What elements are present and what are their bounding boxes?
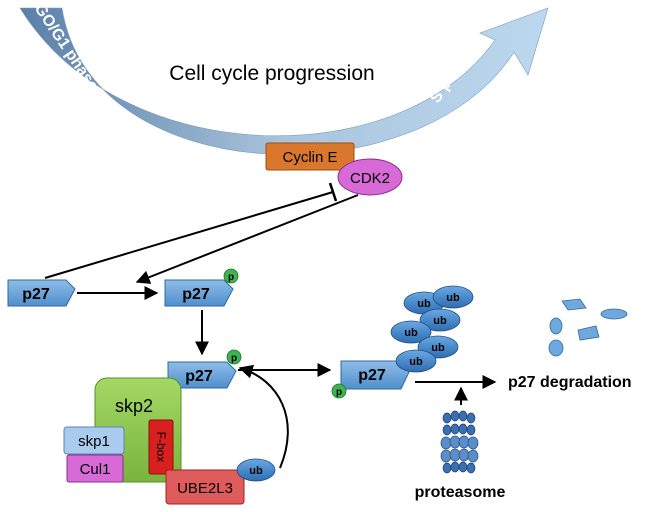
ub-3: ub: [419, 308, 461, 332]
p27-unphosphorylated: p27: [7, 279, 76, 307]
fragment-1: [561, 298, 587, 311]
phase-start-label: GO/G1 phase: [31, 1, 102, 95]
p27-label: p27: [182, 286, 210, 303]
phospho-label: p: [228, 272, 234, 283]
p27-polyubiquitinated: p27 p: [331, 360, 411, 399]
skp1-label: skp1: [78, 433, 110, 450]
cyclin-cdk-complex: Cyclin E CDK2: [265, 142, 403, 196]
cyclin-e-label: Cyclin E: [282, 149, 337, 166]
ub-4: ub: [390, 320, 432, 344]
skp2-label: skp2: [115, 396, 153, 416]
fbox-box: [148, 419, 174, 475]
ub-label: ub: [431, 342, 445, 354]
p27-shape: [7, 279, 76, 307]
ub-label: ub: [249, 465, 263, 477]
inhibition-bar: [328, 182, 338, 202]
fragment-3: [549, 317, 563, 335]
ub-6: ub: [395, 349, 437, 373]
cell-cycle-arrow: [19, 7, 549, 155]
cell-cycle-arc: GO/G1 phase S phase Cell cycle progressi…: [19, 1, 549, 155]
phospho-label: p: [336, 387, 342, 398]
proteasome-icon: [440, 410, 479, 474]
cyclin-e-box: [265, 142, 355, 171]
p27-label: p27: [358, 367, 386, 384]
cycle-title: Cell cycle progression: [169, 62, 374, 85]
cdk2-label: CDK2: [350, 170, 390, 187]
phosphorylation-arrow: [135, 194, 359, 284]
inhibition-line: [44, 191, 334, 279]
ub-transfer-arrow: [238, 364, 289, 469]
ube2l3-label: UBE2L3: [177, 480, 233, 497]
phospho-label: p: [231, 353, 237, 364]
ub-label: ub: [409, 356, 423, 368]
p27-label: p27: [185, 368, 213, 385]
p27-label: p27: [22, 286, 50, 303]
scf-complex: skp2 F-box skp1 Cul1 UBE2L3 ub: [63, 377, 276, 505]
phospho-dot: [223, 268, 239, 284]
fragment-2: [600, 308, 628, 320]
phospho-dot: [226, 349, 242, 365]
ubiquitin-chain: ub ub ub ub ub ub: [390, 285, 474, 373]
peptide-fragments-icon: [548, 298, 628, 357]
fbox-label: F-box: [154, 432, 168, 463]
ub-label: ub: [446, 292, 460, 304]
cul1-box: [66, 454, 124, 483]
ub-ellipse: [236, 458, 276, 482]
ube2l3-box: [165, 469, 245, 505]
skp1-box: [63, 426, 125, 455]
ub-label: ub: [417, 298, 431, 310]
ub-label: ub: [433, 315, 447, 327]
cul1-label: Cul1: [80, 461, 111, 478]
cdk2-ellipse: [337, 158, 403, 196]
proteasome-label: proteasome: [415, 484, 506, 501]
fragment-4: [577, 325, 600, 341]
p27-phosphorylated-2: p27 p: [167, 349, 242, 389]
degradation-label: p27 degradation: [508, 374, 632, 391]
p27-shape: [164, 279, 234, 307]
ub-label: ub: [404, 327, 418, 339]
phospho-dot: [331, 383, 347, 399]
ub-2: ub: [432, 285, 474, 309]
p27-phosphorylated-1: p27 p: [164, 268, 239, 307]
fragment-5: [548, 339, 564, 357]
